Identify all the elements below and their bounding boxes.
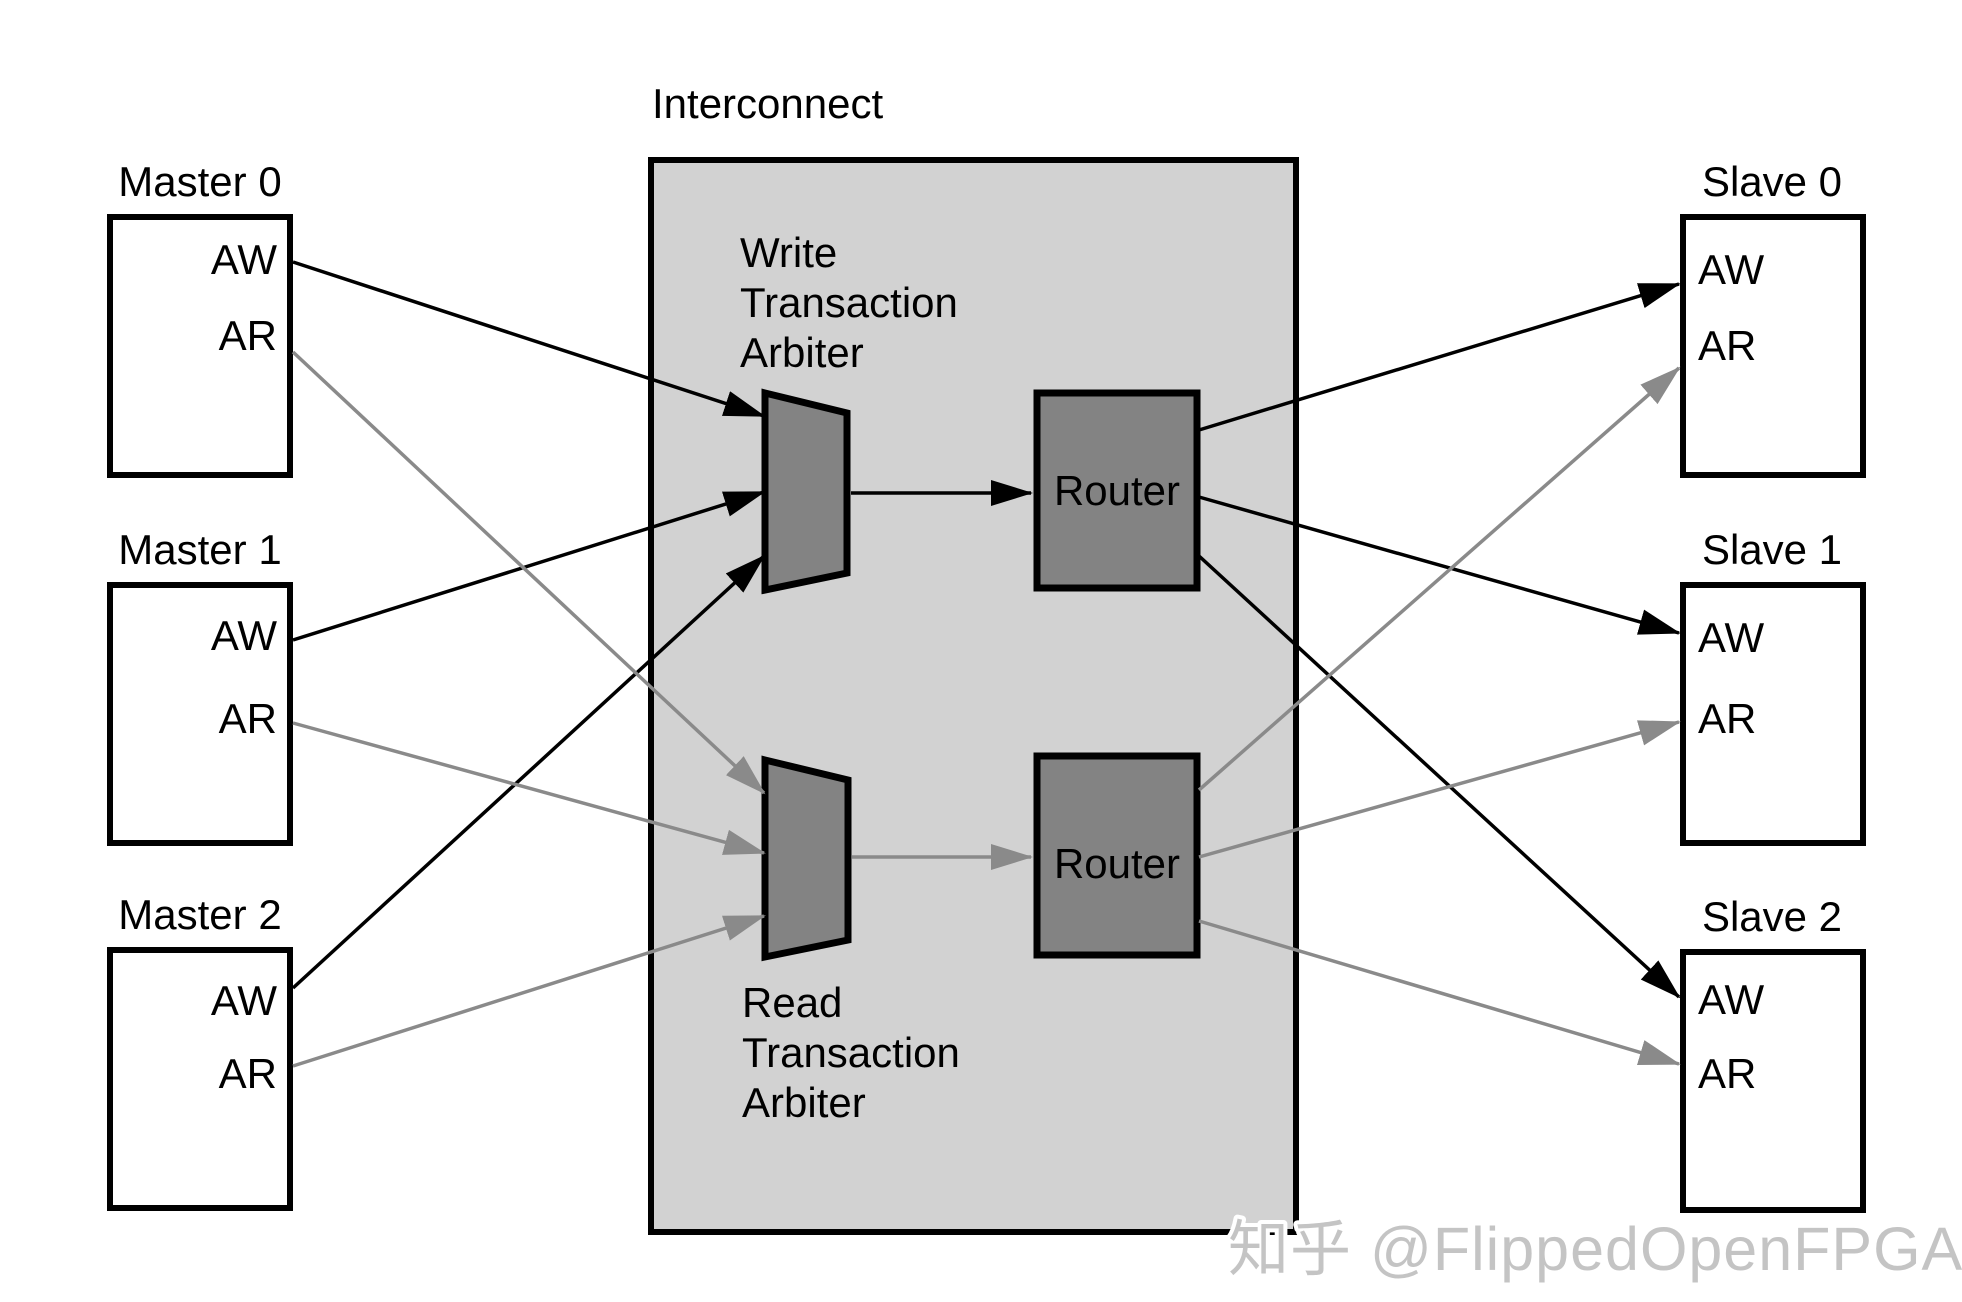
slave-0-title: Slave 0 [1702,158,1842,205]
slave-0-box [1680,214,1866,478]
slave-0-block: Slave 0 AW AR [1680,158,1866,478]
slave-2-box [1680,949,1866,1213]
master-1-aw-port: AW [211,612,277,659]
master-0-title: Master 0 [118,158,281,205]
master2-aw-to-write-arbiter-arrow [291,554,766,990]
master-0-block: Master 0 AW AR [107,158,293,478]
interconnect-label: Interconnect [652,80,883,127]
slave-1-box [1680,582,1866,846]
master-0-aw-port: AW [211,236,277,283]
write-router-label: Router [1054,467,1180,514]
slave-2-block: Slave 2 AW AR [1680,893,1866,1213]
slave-1-block: Slave 1 AW AR [1680,526,1866,846]
write-router-to-slave0-aw-arrow [1198,282,1681,432]
master-2-box [107,947,293,1211]
master0-ar-to-read-arbiter-arrow [291,350,766,795]
read-arbiter-label-line2: Transaction [742,1029,960,1076]
master-0-box [107,214,293,478]
slave-0-aw-port: AW [1698,246,1764,293]
read-arbiter-label-line3: Arbiter [742,1079,866,1126]
write-router-to-slave2-aw-arrow [1197,554,1681,999]
master-2-aw-port: AW [211,977,277,1024]
interconnect-zone [648,157,1299,1235]
read-arbiter-mux-shape [761,755,852,962]
master-2-block: Master 2 AW AR [107,891,293,1211]
slave-1-ar-port: AR [1698,695,1756,742]
master-1-ar-port: AR [219,695,277,742]
master-0-ar-port: AR [219,312,277,359]
slave-1-aw-port: AW [1698,614,1764,661]
slave-1-title: Slave 1 [1702,526,1842,573]
master-2-title: Master 2 [118,891,281,938]
master1-aw-to-write-arbiter-arrow [292,490,766,642]
write-arbiter-label-line3: Arbiter [740,329,864,376]
write-router-to-slave1-aw-arrow [1198,495,1681,635]
master0-aw-to-write-arbiter-arrow [292,260,766,418]
read-router-box [1033,752,1201,959]
master1-ar-to-read-arbiter-arrow [292,721,766,855]
master-1-block: Master 1 AW AR [107,526,293,846]
read-router-to-slave0-ar-arrow [1197,366,1681,792]
write-arbiter-label-line2: Transaction [740,279,958,326]
read-router-label: Router [1054,840,1180,887]
slave-0-ar-port: AR [1698,322,1756,369]
read-router-to-slave2-ar-arrow [1198,919,1681,1066]
write-arbiter-mux-shape [761,388,851,595]
master-1-box [107,582,293,846]
slave-2-ar-port: AR [1698,1050,1756,1097]
read-arbiter-label-line1: Read [742,979,842,1026]
master-1-title: Master 1 [118,526,281,573]
master-2-ar-port: AR [219,1050,277,1097]
write-arbiter-label-line1: Write [740,229,837,276]
write-router-box [1033,389,1201,592]
watermark: 知乎 @FlippedOpenFPGA [1228,1215,1962,1283]
master2-ar-to-read-arbiter-arrow [292,914,766,1068]
slave-2-aw-port: AW [1698,976,1764,1023]
slave-2-title: Slave 2 [1702,893,1842,940]
read-router-to-slave1-ar-arrow [1198,720,1681,859]
